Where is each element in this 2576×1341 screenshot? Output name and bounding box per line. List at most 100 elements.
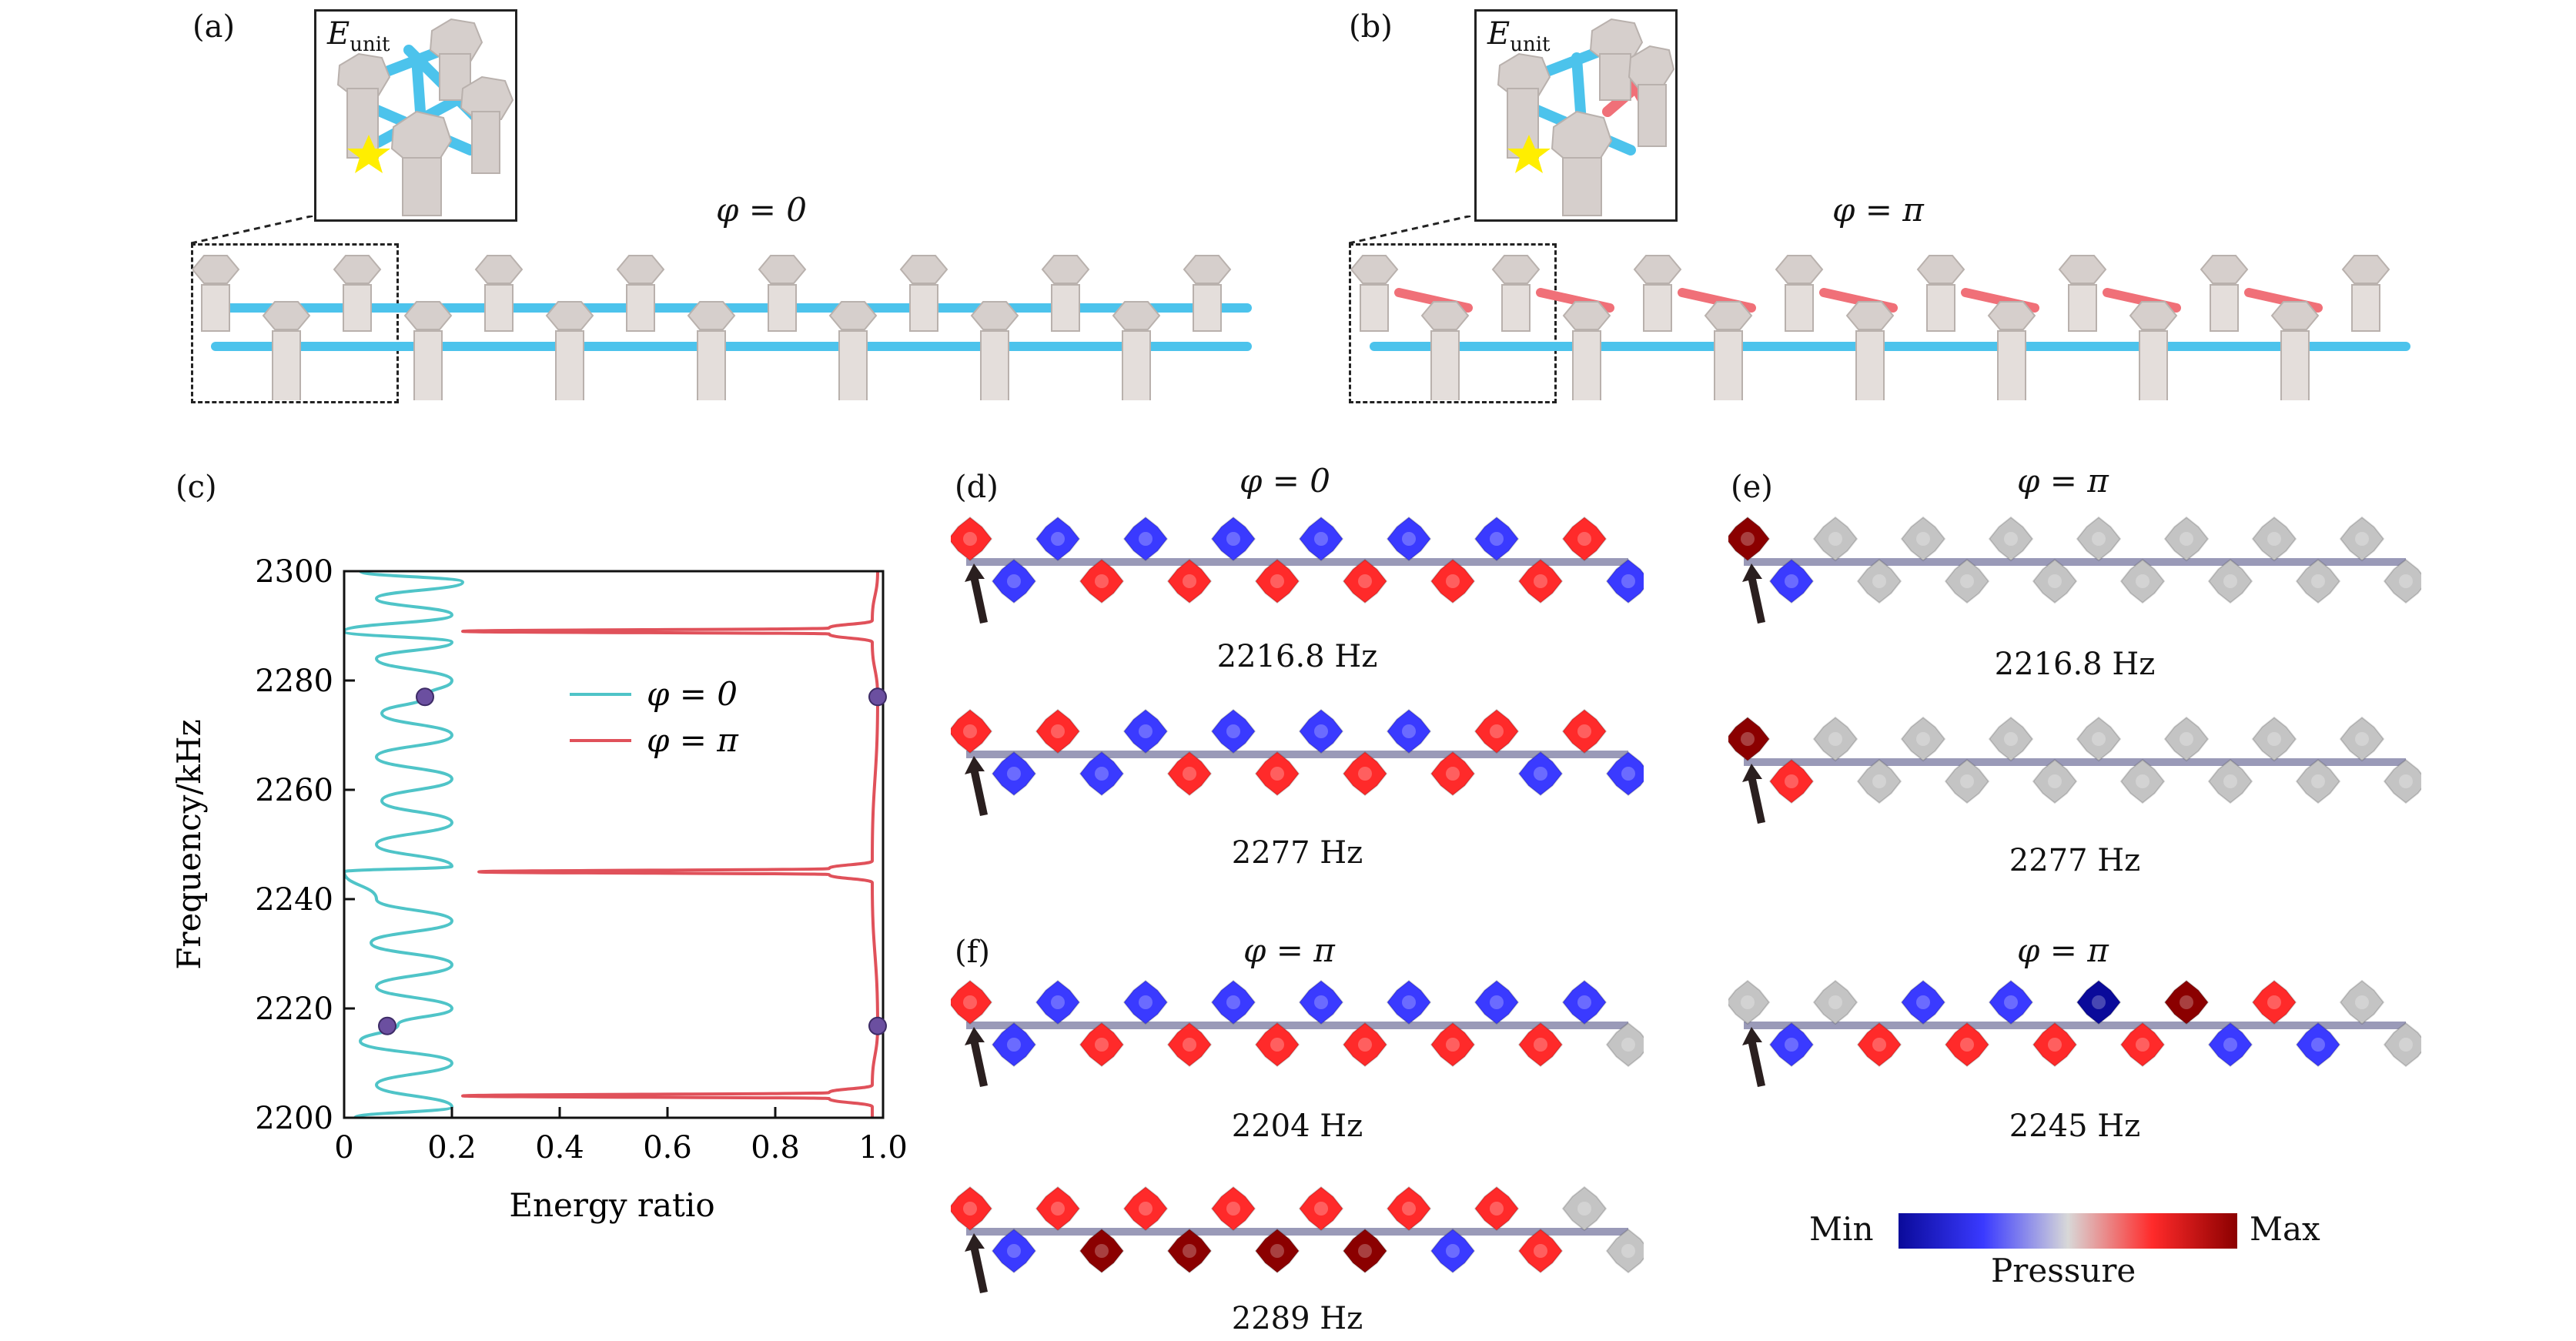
panel-e-phi: φ = π	[2017, 462, 2109, 500]
resonator-cell	[1166, 1228, 1213, 1274]
pillar-cap	[758, 255, 807, 284]
panel-d-chain-top	[951, 516, 1644, 624]
pillar-body	[980, 330, 1009, 400]
resonator-cell	[1122, 1185, 1169, 1232]
pillar-body	[838, 330, 868, 400]
pillar-body	[1997, 330, 2026, 400]
resonator-cell	[1944, 558, 1990, 604]
pillar-body	[555, 330, 584, 400]
series-line-1	[460, 571, 880, 1118]
pillar-body	[1193, 284, 1222, 332]
y-tick-label: 2280	[255, 664, 333, 699]
colorbar-title: Pressure	[1991, 1252, 2136, 1289]
y-tick-label: 2240	[255, 882, 333, 918]
pillar-body	[1501, 284, 1531, 332]
pillar-cap	[970, 301, 1019, 330]
legend-label-phi0: φ = 0	[647, 675, 738, 713]
resonator-cell	[1856, 1022, 1902, 1068]
resonator-cell	[2295, 558, 2341, 604]
resonator-cell	[991, 558, 1037, 604]
pillar-body	[272, 330, 301, 400]
resonator-cell	[1561, 516, 1607, 562]
pillar-body	[484, 284, 514, 332]
pillar-cap	[1916, 255, 1965, 284]
plot-frame	[343, 570, 885, 1119]
resonator-cell	[2295, 1022, 2341, 1068]
data-marker	[378, 1016, 396, 1035]
panel-a-inset-label: Eunit	[327, 16, 390, 56]
star-icon	[1507, 135, 1551, 173]
panel-d-freq-top: 2216.8 Hz	[1216, 639, 1378, 674]
resonator-cell	[2207, 558, 2253, 604]
y-tick-label: 2300	[255, 554, 333, 590]
pillar-cap	[1845, 301, 1895, 330]
data-marker	[868, 1016, 887, 1035]
e-subscript: unit	[1510, 33, 1551, 56]
pillar-body	[413, 330, 443, 400]
resonator-cell	[1474, 979, 1520, 1025]
panel-a-unit-cell	[336, 18, 514, 216]
resonator-cell	[1900, 716, 1946, 762]
resonator-cell	[951, 1185, 993, 1232]
pillar-body	[697, 330, 726, 400]
panel-d-phi: φ = 0	[1239, 462, 1331, 500]
legend: φ = 0 φ = π	[570, 675, 739, 759]
pillar-cap	[1351, 255, 1399, 284]
pillar-body	[2280, 330, 2310, 400]
resonator-cell	[1812, 516, 1858, 562]
resonator-cell	[1079, 751, 1125, 797]
resonator-cell	[1254, 1228, 1300, 1274]
pillar-body	[343, 284, 372, 332]
panel-b-phi: φ = π	[1832, 191, 1924, 229]
resonator-cell	[1342, 751, 1388, 797]
pillar-cap	[1775, 255, 1824, 284]
panel-g-phi: φ = π	[2017, 931, 2109, 969]
resonator-cell	[1728, 979, 1771, 1025]
pillar-cap	[828, 301, 878, 330]
resonator-cell	[1210, 516, 1256, 562]
pillar-cap	[1704, 301, 1753, 330]
panel-b-unit-cell	[1497, 18, 1675, 216]
resonator-cell	[1166, 558, 1213, 604]
resonator-cell	[2032, 1022, 2078, 1068]
panel-e-freq-bottom: 2277 Hz	[2009, 843, 2141, 878]
resonator-cell	[2251, 979, 2297, 1025]
pillar-body	[1122, 330, 1151, 400]
pillar-body	[1855, 330, 1885, 400]
resonator-cell	[951, 708, 993, 754]
panel-c-label: (c)	[176, 470, 217, 505]
resonator-cell	[1035, 1185, 1081, 1232]
resonator-cell	[2163, 516, 2210, 562]
resonator-cell	[1035, 979, 1081, 1025]
resonator-cell	[1728, 716, 1771, 762]
resonator-cell	[1768, 558, 1815, 604]
resonator-cell	[1386, 1185, 1432, 1232]
resonator-cell	[2339, 516, 2385, 562]
resonator-cell	[1386, 708, 1432, 754]
resonator-cell	[2163, 716, 2210, 762]
pillar-body	[201, 284, 230, 332]
panel-e-chain-bottom	[1728, 716, 2421, 824]
resonator-cell	[2383, 1022, 2421, 1068]
panel-f-chain-bottom	[951, 1185, 1644, 1293]
resonator-cell	[1561, 708, 1607, 754]
resonator-cell	[1430, 751, 1476, 797]
resonator-cell	[1561, 1185, 1607, 1232]
resonator-cell	[1900, 979, 1946, 1025]
resonator-cell	[2339, 716, 2385, 762]
pillar-cap	[2341, 255, 2390, 284]
x-tick-label: 0.8	[751, 1130, 800, 1165]
x-tick-label: 0.6	[643, 1130, 692, 1165]
y-tick-label: 2200	[255, 1101, 333, 1136]
pillar-body	[1051, 284, 1080, 332]
resonator-cell	[2076, 716, 2122, 762]
resonator-cell	[1035, 708, 1081, 754]
resonator-cell	[1474, 1185, 1520, 1232]
source-arrow-icon	[1742, 1027, 1765, 1087]
resonator-cell	[1298, 979, 1344, 1025]
panel-b-label: (b)	[1349, 9, 1393, 45]
panel-e-label: (e)	[1731, 470, 1773, 505]
panel-g-freq: 2245 Hz	[2009, 1109, 2141, 1144]
resonator-cell	[1988, 979, 2034, 1025]
